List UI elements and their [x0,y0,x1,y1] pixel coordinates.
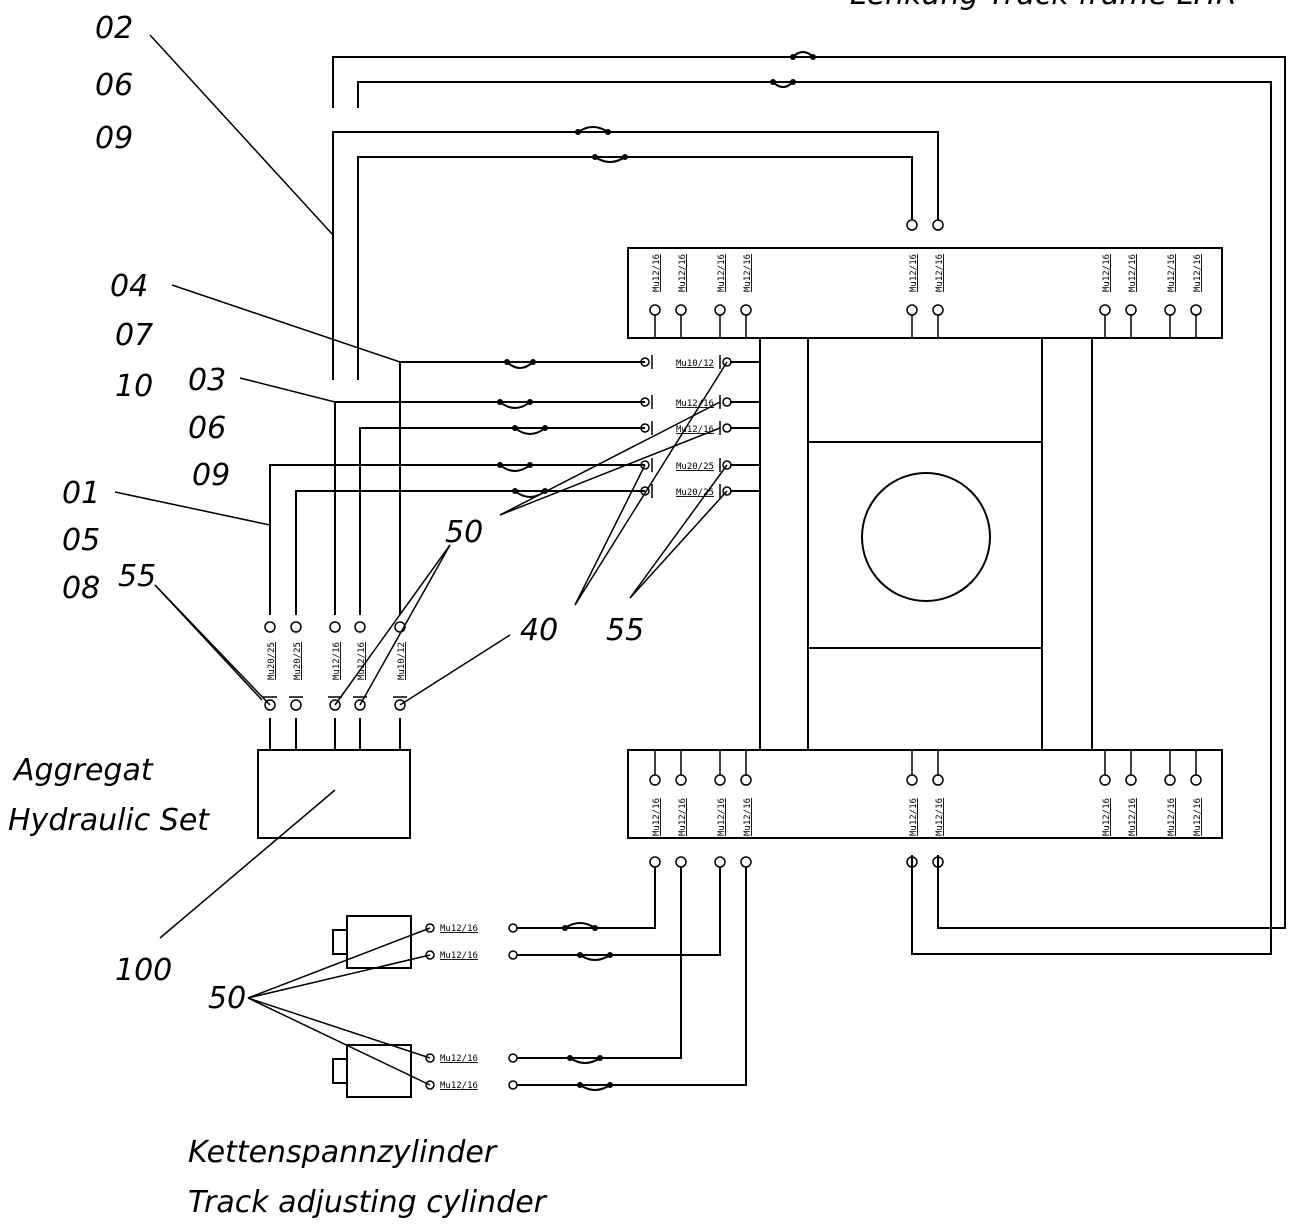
top-caption: Lenkung Track frame LHR [850,0,1237,12]
agg-fitting-1: Mu20/25 [267,642,277,680]
ub-fit-1: Mu12/16 [652,254,662,292]
callout-55-right: 55 [606,613,644,648]
cyl-fit-4: Mu12/16 [440,1081,478,1091]
agg-fitting-2: Mu20/25 [293,642,303,680]
lb-fit-2: Mu12/16 [678,798,688,836]
hydraulic-set-box [257,749,411,839]
callout-50-mid: 50 [445,515,483,550]
cyl-fit-1: Mu12/16 [440,924,478,934]
track-cylinders [332,867,747,1098]
track-frame [759,338,1093,750]
ub-fit-6: Mu12/16 [935,254,945,292]
agg-fitting-4: Mu12/16 [357,642,367,680]
lb-fit-10: Mu12/16 [1193,798,1203,836]
cylinder-caption-2: Track adjusting cylinder [188,1185,548,1220]
cyl-fit-2: Mu12/16 [440,951,478,961]
callout-100: 100 [115,953,172,988]
lb-fit-8: Mu12/16 [1128,798,1138,836]
callout-01: 01 [62,476,100,511]
lb-fit-1: Mu12/16 [652,798,662,836]
lb-fit-4: Mu12/16 [743,798,753,836]
callout-05: 05 [62,523,100,558]
callout-02-top: 02 [95,11,133,46]
fitting-label-1: Mu10/12 [676,359,714,369]
ub-fit-10: Mu12/16 [1193,254,1203,292]
callout-09-top: 09 [95,121,133,156]
callout-10: 10 [115,369,153,404]
cyl-fit-3: Mu12/16 [440,1054,478,1064]
callout-09: 09 [192,458,230,493]
aggregat-couplers [263,621,407,711]
lb-fit-9: Mu12/16 [1167,798,1177,836]
ub-fit-7: Mu12/16 [1102,254,1112,292]
lb-fit-3: Mu12/16 [717,798,727,836]
ub-fit-4: Mu12/16 [743,254,753,292]
callout-07: 07 [115,318,153,353]
fitting-label-2: Mu12/16 [676,399,714,409]
slewing-ring-circle [861,472,991,602]
callout-06-top: 06 [95,68,133,103]
outer-hydraulic-lines [332,51,1286,955]
cylinder-caption-1: Kettenspannzylinder [188,1135,498,1170]
fitting-label-5: Mu20/25 [676,488,714,498]
fitting-label-3: Mu12/16 [676,425,714,435]
callout-50-bottom: 50 [208,981,246,1016]
callout-06: 06 [188,411,226,446]
hydraulic-set-label-2: Hydraulic Set [8,803,210,838]
lb-fit-5: Mu12/16 [909,798,919,836]
upper-manifold-block [627,247,1223,339]
ub-fit-5: Mu12/16 [909,254,919,292]
lb-fit-7: Mu12/16 [1102,798,1112,836]
lower-block-couplers [649,750,1202,868]
callout-04: 04 [110,269,148,304]
callout-03: 03 [188,363,226,398]
callout-40: 40 [520,613,558,648]
ub-fit-9: Mu12/16 [1167,254,1177,292]
agg-fitting-3: Mu12/16 [332,642,342,680]
callout-55-left: 55 [118,559,156,594]
fitting-label-4: Mu20/25 [676,462,714,472]
hydraulic-set-label-1: Aggregat [12,753,154,788]
ub-fit-8: Mu12/16 [1128,254,1138,292]
upper-block-couplers [649,219,1202,338]
middle-couplers: Mu10/12 Mu12/16 Mu12/16 Mu20/25 Mu20/25 [640,355,732,498]
ub-fit-2: Mu12/16 [678,254,688,292]
callout-08: 08 [62,571,100,606]
ub-fit-3: Mu12/16 [717,254,727,292]
lower-manifold-block [627,749,1223,839]
agg-fitting-5: Mu10/12 [397,642,407,680]
lb-fit-6: Mu12/16 [935,798,945,836]
leader-lines [114,34,728,1086]
